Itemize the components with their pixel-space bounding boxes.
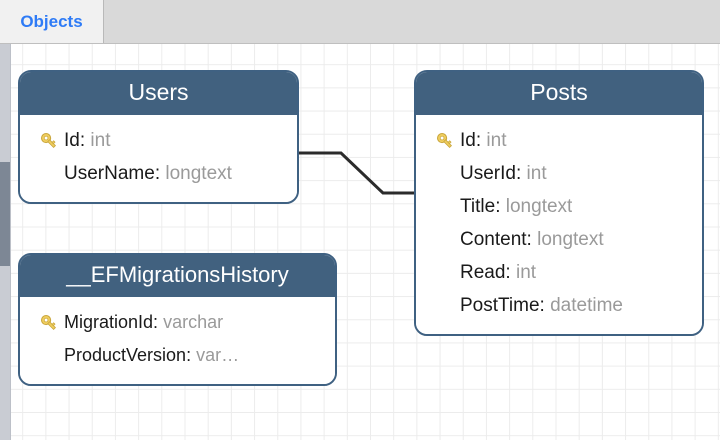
field-label: UserName: longtext [64,163,232,185]
entity-posts-title: Posts [416,72,702,115]
entity-efmigrationshistory-title: __EFMigrationsHistory [20,255,335,297]
field-label: PostTime: datetime [460,295,623,317]
field-separator: : [153,312,164,332]
field-key-spacer [430,163,460,185]
entity-posts[interactable]: Posts Id: int [414,70,704,336]
field-type: int [515,261,537,283]
entity-efmigrationshistory[interactable]: __EFMigrationsHistory Migrat [18,253,337,386]
field-label: ProductVersion: var… [64,345,239,366]
field-name: UserId [460,162,516,184]
field-separator: : [186,345,197,365]
field-key-spacer [34,163,64,185]
vertical-scrollbar-track[interactable] [0,44,11,440]
table-row[interactable]: Id: int [26,124,291,157]
field-name: Read [460,261,506,283]
tab-objects-label: Objects [20,11,83,31]
field-type: varchar [163,312,224,332]
tab-bar-empty-area [104,0,720,43]
vertical-scrollbar-thumb[interactable] [0,162,10,266]
table-row[interactable]: PostTime: datetime [422,289,696,322]
field-type: var… [196,345,240,365]
field-type: longtext [537,228,604,250]
table-row[interactable]: Id: int [422,124,696,157]
entity-users-fields: Id: int UserName: longtext [20,115,297,202]
field-name: Id [460,129,476,151]
table-row[interactable]: Content: longtext [422,223,696,256]
entity-efmigrationshistory-fields: MigrationId: varchar ProductVersion: var… [20,297,335,384]
field-key-spacer [430,196,460,218]
field-type: int [90,129,111,151]
field-label: UserId: int [460,163,547,185]
field-name: ProductVersion [64,345,187,365]
field-name: PostTime [460,294,540,316]
field-type: int [486,129,507,151]
field-label: Title: longtext [460,196,572,218]
field-label: Id: int [460,130,507,152]
field-separator: : [79,129,91,151]
field-separator: : [526,228,538,250]
tab-objects[interactable]: Objects [0,0,104,43]
field-name: Id [64,129,80,151]
field-key-spacer [34,345,64,367]
field-key-spacer [430,229,460,251]
table-row[interactable]: Title: longtext [422,190,696,223]
field-separator: : [495,195,506,217]
field-separator: : [505,261,516,283]
field-key-spacer [430,295,460,317]
key-icon [34,312,64,334]
tab-bar: Objects [0,0,720,44]
field-name: Title [460,195,496,217]
field-label: Id: int [64,130,111,152]
field-type: datetime [550,294,623,316]
relationship-line [299,151,414,195]
field-label: Read: int [460,262,536,284]
diagram-canvas[interactable]: Users Id: int [0,44,720,440]
field-separator: : [154,162,166,184]
field-type: int [526,162,547,184]
entity-users-title: Users [20,72,297,115]
entity-users[interactable]: Users Id: int [18,70,299,204]
entity-posts-fields: Id: int UserId: int Title: longtext Cont… [416,115,702,334]
table-row[interactable]: Read: int [422,256,696,289]
field-label: Content: longtext [460,229,604,251]
key-icon [34,130,64,152]
key-icon [430,130,460,152]
field-name: Content [460,228,527,250]
field-name: UserName [64,162,155,184]
table-row[interactable]: ProductVersion: var… [26,339,329,372]
field-name: MigrationId [64,312,154,332]
field-key-spacer [430,262,460,284]
table-row[interactable]: MigrationId: varchar [26,306,329,339]
field-type: longtext [505,195,573,217]
field-type: longtext [165,162,232,184]
field-separator: : [515,162,527,184]
field-separator: : [475,129,487,151]
field-label: MigrationId: varchar [64,312,223,333]
table-row[interactable]: UserName: longtext [26,157,291,190]
table-row[interactable]: UserId: int [422,157,696,190]
field-separator: : [539,294,551,316]
